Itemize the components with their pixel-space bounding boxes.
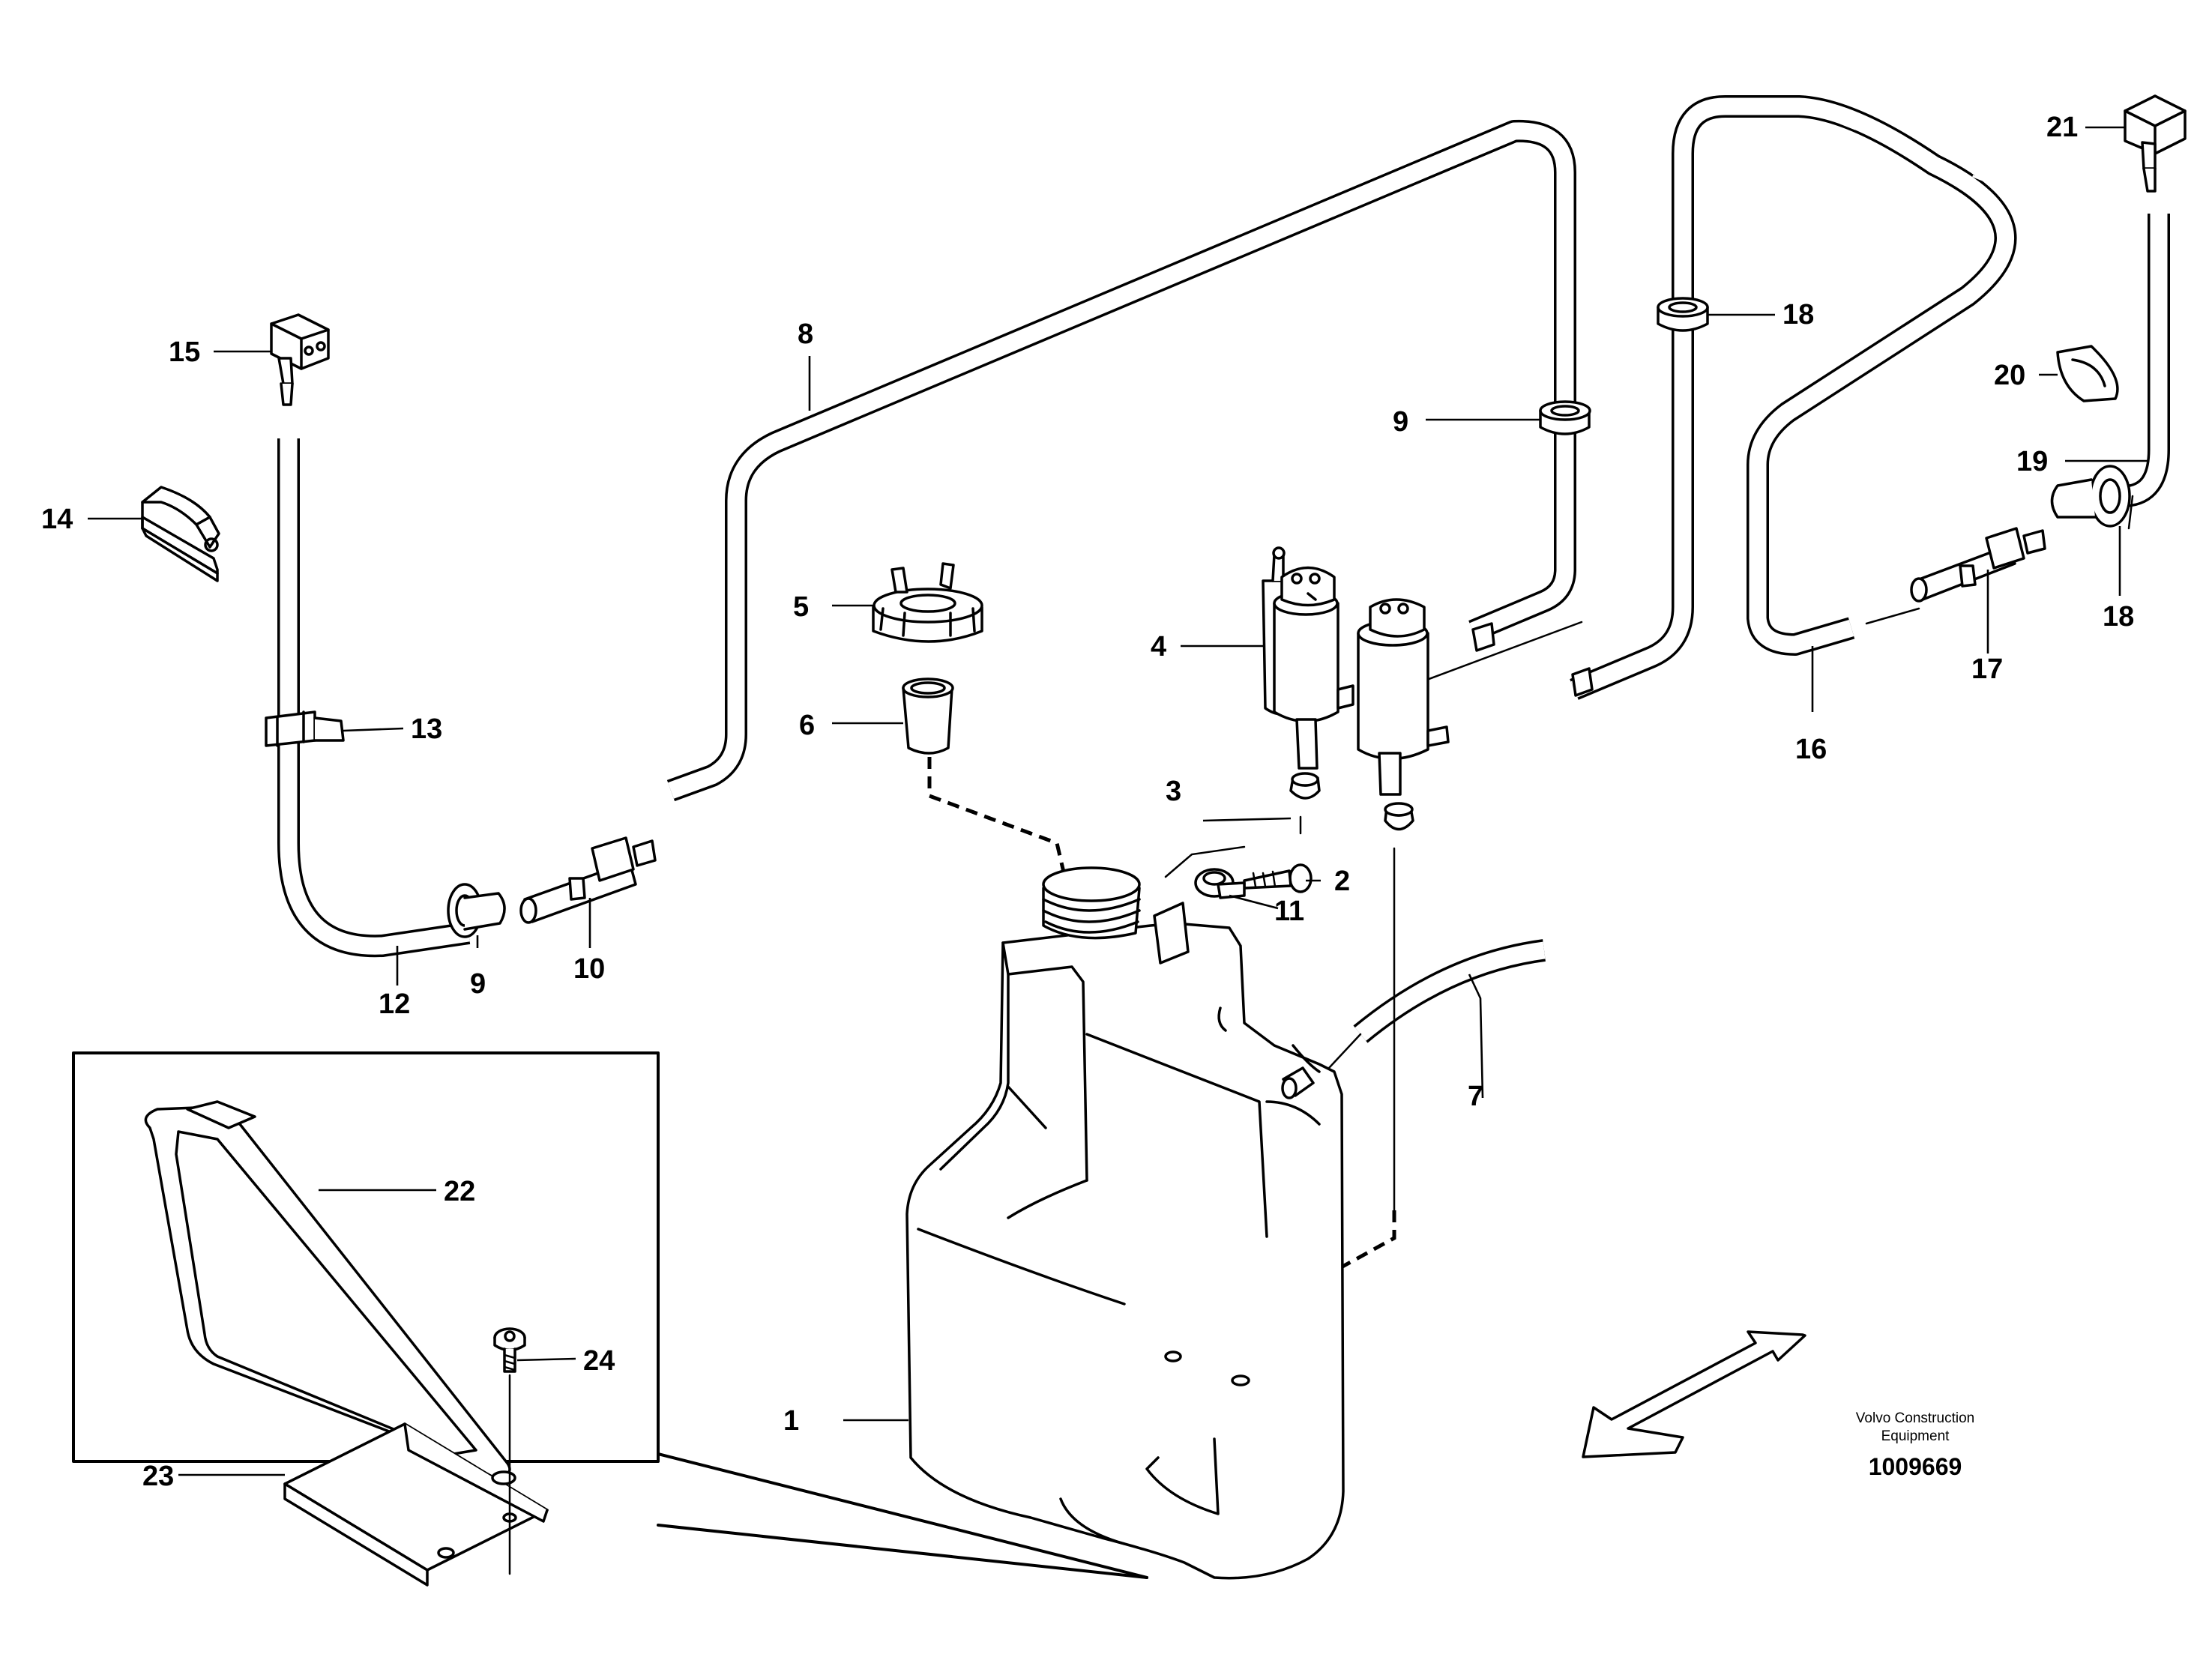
- reservoir-tank: [905, 922, 1345, 1580]
- callout-2: 2: [1334, 866, 1350, 897]
- callout-4: 4: [1151, 631, 1166, 663]
- brand-line-1: Volvo Construction: [1856, 1410, 1974, 1426]
- callout-22: 22: [444, 1176, 475, 1207]
- screw-24: [493, 1327, 526, 1575]
- callout-21: 21: [2046, 112, 2078, 143]
- callout-23: 23: [142, 1461, 174, 1492]
- hose-8: [666, 119, 1576, 802]
- callout-16: 16: [1795, 734, 1827, 765]
- grommet-18-top: [1657, 297, 1709, 332]
- tank-outlet: [1281, 1066, 1315, 1099]
- grommet-9-center: [1539, 400, 1591, 435]
- grommet-9-left: [447, 883, 506, 938]
- callout-15: 15: [169, 336, 200, 368]
- callout-11: 11: [1274, 896, 1304, 927]
- pump-4-left: [1262, 546, 1354, 800]
- brand-line-2: Equipment: [1881, 1428, 1950, 1444]
- callout-1: 1: [783, 1405, 799, 1437]
- callout-3: 3: [1166, 776, 1181, 807]
- grommet-18-right: [2050, 465, 2131, 528]
- direction-arrow: [1582, 1330, 1806, 1458]
- hose-7: [1307, 939, 1546, 1092]
- callout-24: 24: [583, 1345, 615, 1377]
- callout-5: 5: [793, 591, 809, 623]
- hose-clip-13: [265, 710, 345, 747]
- callout-6: 6: [799, 710, 815, 741]
- hose-12: [277, 438, 471, 958]
- bracket-22: [144, 1100, 511, 1479]
- nozzle-15: [270, 313, 330, 406]
- callout-10: 10: [573, 953, 605, 985]
- callout-17: 17: [1971, 654, 2003, 685]
- leader-lines: [88, 126, 2148, 1476]
- callout-9-center: 9: [1393, 406, 1408, 438]
- callouts: 1 2 3 4 5 6 7 8 9 9 10 11 12 13 14 15 16…: [41, 112, 2134, 1492]
- callout-14: 14: [41, 504, 73, 535]
- nozzle-21: [2124, 94, 2187, 193]
- drawing-number: 1009669: [1869, 1453, 1962, 1480]
- callout-13: 13: [411, 713, 442, 745]
- callout-18-right: 18: [2103, 601, 2134, 633]
- tank-tab: [1153, 902, 1190, 965]
- filler-cap-5: [872, 562, 983, 643]
- clamp-11: [1194, 868, 1246, 899]
- callout-9-left: 9: [470, 968, 486, 1000]
- callout-7: 7: [1468, 1081, 1483, 1112]
- footer: Volvo Construction Equipment 1009669: [1856, 1410, 1974, 1480]
- t-connector-17: [1910, 527, 2046, 603]
- callout-20: 20: [1994, 360, 2025, 391]
- callout-12: 12: [379, 989, 410, 1020]
- callout-18-top: 18: [1782, 299, 1814, 331]
- bracket-23: [283, 1422, 549, 1587]
- screw-2: [1243, 863, 1313, 893]
- hose-holder-14: [141, 486, 220, 582]
- pump-4-right: [1357, 598, 1594, 831]
- filler-neck: [1042, 866, 1141, 940]
- clip-20: [2056, 345, 2119, 402]
- strainer-6: [902, 677, 954, 755]
- callout-8: 8: [798, 319, 813, 350]
- hose-16: [1570, 94, 2025, 700]
- t-connector-10: [519, 836, 657, 924]
- callout-19: 19: [2016, 446, 2048, 477]
